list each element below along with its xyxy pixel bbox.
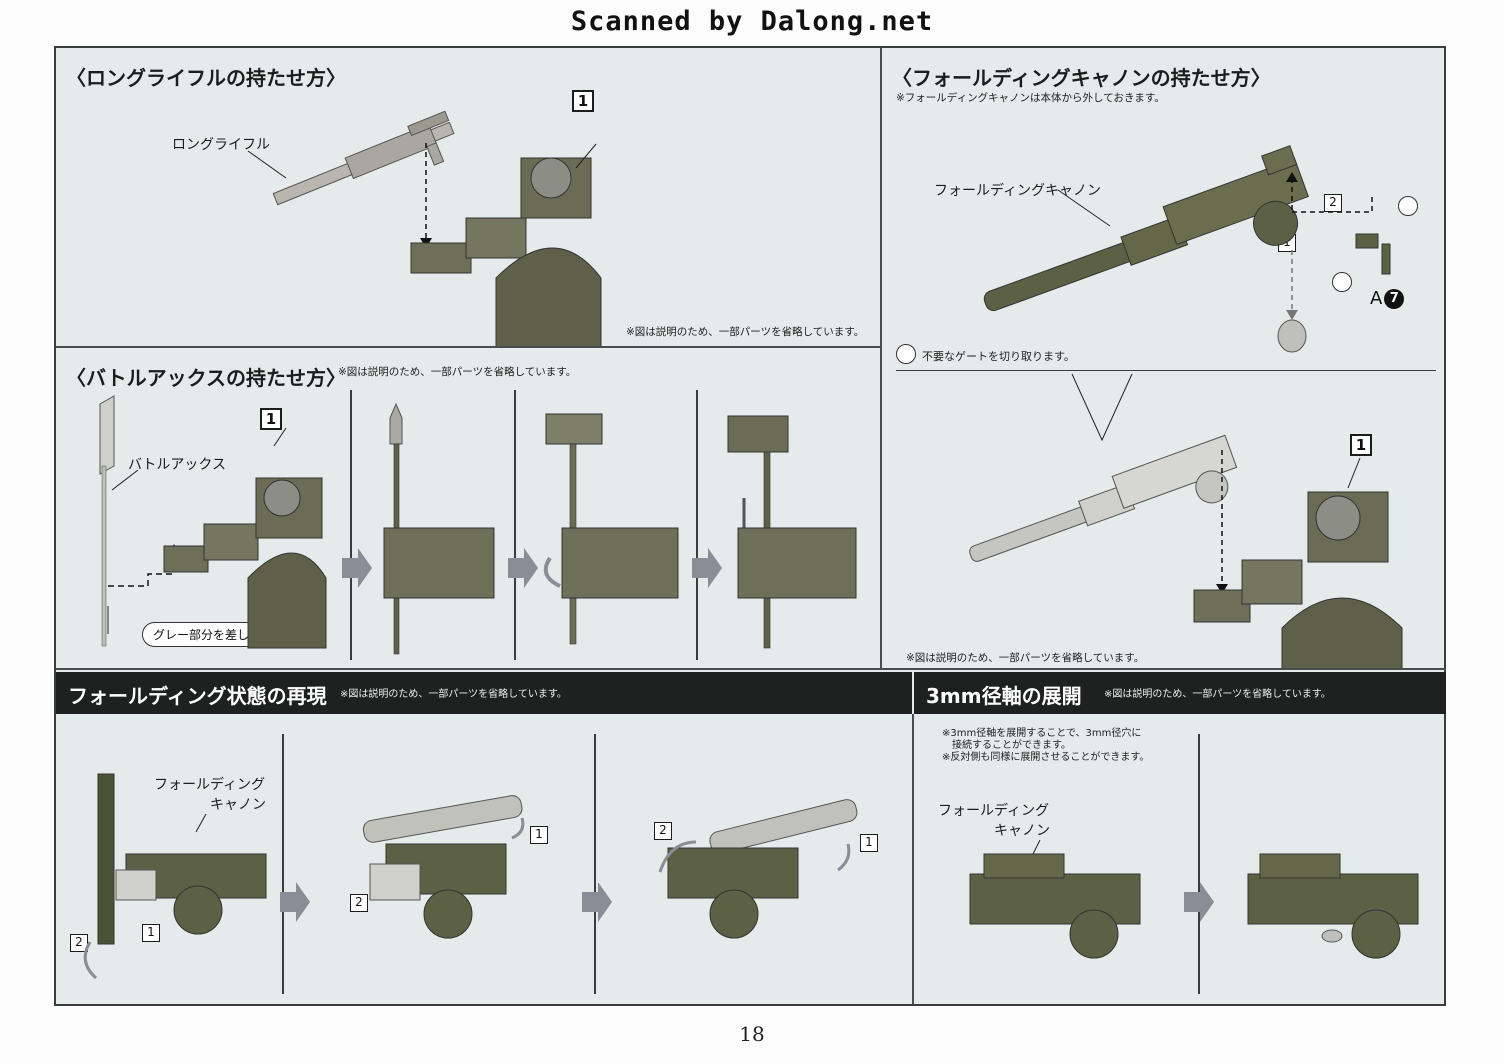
part-id-number: 7 bbox=[1384, 289, 1405, 309]
battle-axe-step-1: 1 bbox=[260, 408, 282, 430]
shaft-3mm-title-note: ※図は説明のため、一部パーツを省略しています。 bbox=[1104, 689, 1331, 700]
folding-state-bar: フォールディング状態の再現 ※図は説明のため、一部パーツを省略しています。 bbox=[56, 672, 912, 714]
long-rifle-step-1: 1 bbox=[572, 90, 594, 112]
folding-state-title-note: ※図は説明のため、一部パーツを省略しています。 bbox=[340, 689, 567, 700]
shaft-3mm-illustration bbox=[969, 839, 1419, 959]
panel-long-rifle: 〈ロングライフルの持たせ方〉 ロングライフル 1 ※図は説明のため、一部パーツを… bbox=[56, 48, 882, 348]
gate-note: 不要なゲートを切り取ります。 bbox=[922, 350, 1075, 363]
nipper-icon-bottom bbox=[1332, 272, 1352, 292]
panel-shaft-3mm: ※3mm径軸を展開することで、3mm径穴に 接続することができます。 ※反対側も… bbox=[914, 714, 1446, 1004]
shaft-3mm-bar: 3mm径軸の展開 ※図は説明のため、一部パーツを省略しています。 bbox=[914, 672, 1446, 714]
folding-cannon-hold-note: ※図は説明のため、一部パーツを省略しています。 bbox=[906, 652, 1145, 664]
folding-state-divider-2 bbox=[594, 734, 596, 994]
folding-state-step-b1: 1 bbox=[530, 826, 548, 844]
panel-folding-state: フォールディング キャノン 1 2 1 2 2 1 bbox=[56, 714, 914, 1004]
folding-state-divider-1 bbox=[282, 734, 284, 994]
shaft-3mm-title: 3mm径軸の展開 bbox=[926, 684, 1082, 708]
long-rifle-illustration bbox=[247, 110, 602, 346]
shaft-3mm-note-3: ※反対側も同様に展開させることができます。 bbox=[942, 752, 1150, 763]
folding-state-step-a1: 1 bbox=[142, 924, 160, 942]
folding-state-step-b2: 2 bbox=[350, 894, 368, 912]
shaft-3mm-label-line1: フォールディング bbox=[938, 803, 1050, 819]
long-rifle-note: ※図は説明のため、一部パーツを省略しています。 bbox=[626, 326, 865, 338]
nipper-icon-gate-note bbox=[896, 344, 916, 364]
shaft-3mm-note-2: 接続することができます。 bbox=[942, 740, 1071, 751]
nipper-icon-top bbox=[1398, 196, 1418, 216]
long-rifle-title: 〈ロングライフルの持たせ方〉 bbox=[66, 66, 346, 90]
folding-state-label-line2: キャノン bbox=[210, 797, 266, 813]
folding-state-illustration bbox=[83, 773, 858, 980]
battle-axe-divider-1 bbox=[350, 390, 352, 660]
folding-cannon-hold-title: 〈フォールディングキャノンの持たせ方〉 bbox=[892, 66, 1271, 90]
scan-banner: Scanned by Dalong.net bbox=[570, 6, 934, 37]
battle-axe-title: 〈バトルアックスの持たせ方〉 bbox=[66, 366, 346, 390]
folding-state-title: フォールディング状態の再現 bbox=[68, 684, 327, 708]
folding-cannon-hold-subnote: ※フォールディングキャノンは本体から外しておきます。 bbox=[896, 92, 1165, 104]
battle-axe-label: バトルアックス bbox=[128, 457, 226, 473]
folding-state-step-c1: 1 bbox=[860, 834, 878, 852]
shaft-3mm-divider bbox=[1198, 734, 1200, 994]
folding-state-step-a2: 2 bbox=[70, 934, 88, 952]
part-id-letter: A bbox=[1370, 288, 1383, 309]
battle-axe-title-note: ※図は説明のため、一部パーツを省略しています。 bbox=[338, 366, 577, 378]
folding-cannon-hold-label: フォールディングキャノン bbox=[934, 183, 1102, 199]
gate-note-rule bbox=[896, 370, 1436, 371]
instruction-sheet: 〈ロングライフルの持たせ方〉 ロングライフル 1 ※図は説明のため、一部パーツを… bbox=[54, 46, 1446, 1006]
shaft-3mm-note-1: ※3mm径軸を展開することで、3mm径穴に bbox=[942, 728, 1142, 739]
folding-cannon-hold-illustration bbox=[969, 145, 1403, 668]
battle-axe-illustration bbox=[99, 395, 857, 655]
panel-battle-axe: 〈バトルアックスの持たせ方〉 ※図は説明のため、一部パーツを省略しています。 バ… bbox=[56, 348, 882, 670]
shaft-3mm-label-line2: キャノン bbox=[994, 823, 1050, 839]
battle-axe-divider-3 bbox=[696, 390, 698, 660]
battle-axe-divider-2 bbox=[514, 390, 516, 660]
long-rifle-label: ロングライフル bbox=[172, 137, 270, 153]
page-number: 18 bbox=[739, 1022, 765, 1046]
folding-cannon-hand-step-1: 1 bbox=[1350, 434, 1372, 456]
folding-state-step-c2: 2 bbox=[654, 822, 672, 840]
folding-state-label-line1: フォールディング bbox=[154, 777, 266, 793]
panel-folding-cannon-hold: 〈フォールディングキャノンの持たせ方〉 ※フォールディングキャノンは本体から外し… bbox=[882, 48, 1446, 670]
